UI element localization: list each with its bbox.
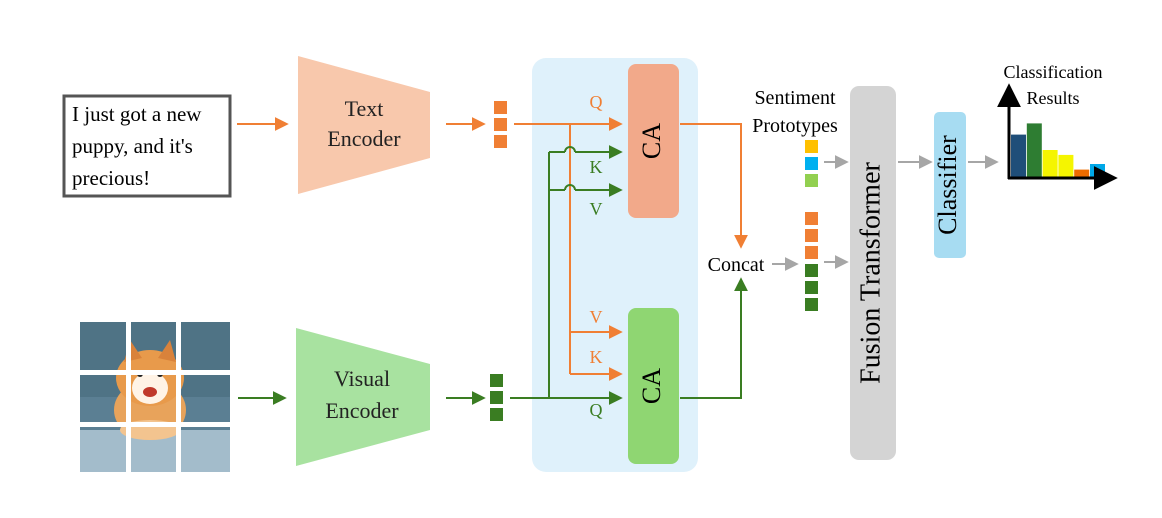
result-bar: [1058, 154, 1074, 178]
ca-top-q-label: Q: [590, 92, 603, 112]
fusion-transformer-label: Fusion Transformer: [855, 161, 886, 383]
ca-bottom-k-label: K: [590, 347, 603, 367]
result-bar: [1074, 169, 1090, 178]
ca-top-output-arrow: [680, 123, 748, 249]
text-tokens: [494, 101, 507, 148]
concat-label: Concat: [708, 254, 765, 276]
classification-results-label-1: Classification: [1004, 62, 1103, 82]
input-image-patches: [80, 322, 230, 472]
ca-bottom-v-label: V: [590, 307, 603, 327]
classification-results-label-2: Results: [1026, 88, 1079, 108]
input-text-line-2: puppy, and it's: [72, 134, 193, 158]
result-bar: [1090, 164, 1105, 178]
result-bar: [1011, 134, 1026, 178]
ca-top-v-label: V: [590, 199, 603, 219]
ca-bottom-output-arrow: [680, 277, 748, 399]
classifier-label: Classifier: [933, 135, 962, 235]
text-encoder: Text Encoder: [298, 56, 430, 194]
text-routing-lines: [514, 117, 623, 381]
sentiment-prototypes-label-2: Prototypes: [752, 115, 838, 137]
cross-attention-bottom: CA: [628, 308, 679, 464]
sentiment-prototypes-label-1: Sentiment: [754, 87, 836, 109]
classifier: Classifier: [933, 112, 966, 258]
concatenated-tokens: [805, 212, 818, 311]
classification-results-chart: [997, 83, 1118, 190]
text-encoder-label-2: Encoder: [327, 126, 401, 151]
visual-encoder-label-1: Visual: [334, 366, 390, 391]
input-text-line-1: I just got a new: [72, 102, 202, 126]
ca-bottom-label: CA: [637, 368, 666, 404]
visual-routing-lines: [510, 145, 623, 405]
text-encoder-label-1: Text: [345, 96, 384, 121]
result-bar: [1042, 150, 1058, 178]
sentiment-prototype-tokens: [805, 140, 818, 187]
input-text-line-3: precious!: [72, 166, 150, 190]
ca-top-label: CA: [637, 123, 666, 159]
visual-encoder: Visual Encoder: [296, 328, 430, 466]
ca-bottom-q-label: Q: [590, 400, 603, 420]
input-text-box: I just got a new puppy, and it's preciou…: [62, 94, 232, 198]
cross-attention-top: CA: [628, 64, 679, 218]
visual-encoder-label-2: Encoder: [325, 398, 399, 423]
visual-tokens: [490, 374, 503, 421]
ca-top-k-label: K: [590, 157, 603, 177]
fusion-transformer: Fusion Transformer: [850, 86, 896, 460]
result-bar: [1026, 123, 1042, 178]
